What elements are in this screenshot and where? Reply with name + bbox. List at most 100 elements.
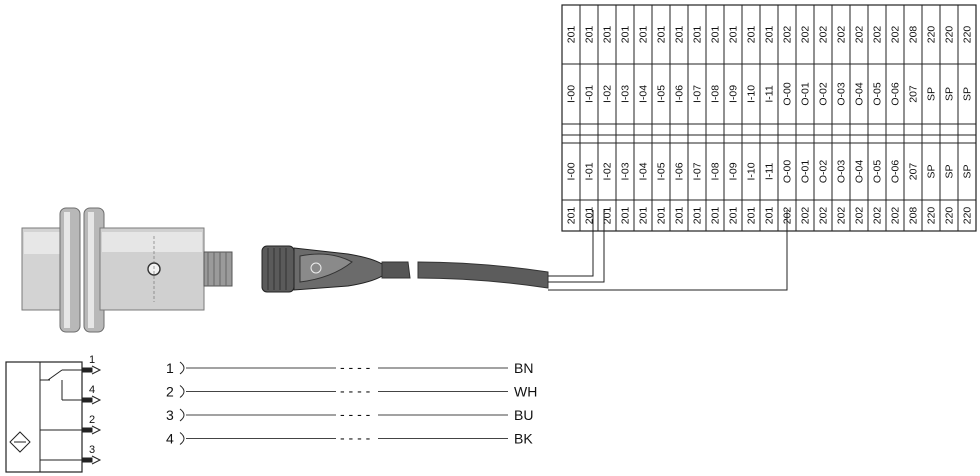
- terminal-block: 201I-00I-00201201I-01I-01201201I-02I-022…: [561, 4, 977, 232]
- terminal-bottom-number: 201: [674, 207, 686, 225]
- wire-break-dashes: - - - -: [340, 430, 371, 446]
- terminal-top-number: 202: [890, 26, 902, 44]
- terminal-bottom-number: 201: [746, 207, 758, 225]
- wire-color-code: BU: [514, 407, 533, 423]
- terminal-top-label: I-09: [728, 85, 740, 103]
- terminal-bottom-number: 202: [800, 207, 812, 225]
- terminal-top-label: O-05: [872, 82, 884, 106]
- terminal-top-label: I-06: [674, 85, 686, 103]
- cable-leads: [548, 210, 788, 291]
- circuit-symbol: 1 4 2 3: [5, 354, 102, 473]
- terminal-top-number: 220: [944, 26, 956, 44]
- terminal-bottom-number: 201: [638, 207, 650, 225]
- wire-socket-mark: [179, 408, 185, 422]
- terminal-bottom-number: 220: [962, 207, 974, 225]
- wire-pin-number: 1: [166, 360, 174, 376]
- terminal-bottom-label: O-06: [890, 160, 902, 184]
- terminal-bottom-label: SP: [962, 164, 974, 178]
- terminal-bottom-number: 202: [836, 207, 848, 225]
- terminal-bottom-label: O-04: [854, 160, 866, 184]
- terminal-top-number: 202: [854, 26, 866, 44]
- terminal-top-number: 202: [782, 26, 794, 44]
- terminal-top-label: O-03: [836, 82, 848, 106]
- terminal-top-label: SP: [944, 87, 956, 101]
- wire-socket-mark: [179, 385, 185, 398]
- terminal-bottom-label: SP: [926, 164, 938, 178]
- terminal-bottom-label: I-05: [656, 162, 668, 180]
- terminal-bottom-label: I-03: [620, 162, 632, 180]
- terminal-bottom-label: I-10: [746, 162, 758, 180]
- terminal-bottom-number: 208: [908, 207, 920, 225]
- terminal-top-number: 201: [710, 26, 722, 44]
- terminal-bottom-label: I-04: [638, 162, 650, 180]
- terminal-top-number: 201: [746, 26, 758, 44]
- terminal-top-label: I-02: [602, 85, 614, 103]
- wire-pin-number: 4: [166, 431, 174, 447]
- terminal-top-number: 201: [764, 26, 776, 44]
- terminal-top-number: 201: [674, 26, 686, 44]
- terminal-bottom-label: O-05: [872, 160, 884, 184]
- terminal-bottom-number: 201: [692, 207, 704, 225]
- terminal-bottom-number: 201: [656, 207, 668, 225]
- wire-color-code: BN: [514, 360, 533, 376]
- terminal-top-label: I-03: [620, 85, 632, 103]
- wire-color-code: BK: [514, 431, 533, 447]
- terminal-bottom-label: O-02: [818, 160, 830, 184]
- wire-color-list: 1- - - -BN2- - - -WH3- - - -BU4- - - -BK: [166, 359, 537, 447]
- wire-break-dashes: - - - -: [340, 406, 371, 422]
- terminal-bottom-label: O-03: [836, 160, 848, 184]
- terminal-top-label: I-08: [710, 85, 722, 103]
- terminal-bottom-label: I-09: [728, 162, 740, 180]
- terminal-bottom-number: 201: [728, 207, 740, 225]
- terminal-bottom-number: 201: [584, 207, 596, 225]
- terminal-top-number: 201: [602, 26, 614, 44]
- terminal-bottom-number: 202: [890, 207, 902, 225]
- terminal-top-label: I-07: [692, 85, 704, 103]
- terminal-bottom-number: 201: [602, 207, 614, 225]
- wire-color-code: WH: [514, 384, 537, 400]
- terminal-bottom-label: I-01: [584, 162, 596, 180]
- terminal-top-label: O-01: [800, 82, 812, 106]
- terminal-top-number: 201: [692, 26, 704, 44]
- terminal-bottom-number: 220: [944, 207, 956, 225]
- terminal-bottom-label: O-01: [800, 160, 812, 184]
- wire-pin-number: 2: [166, 384, 174, 400]
- terminal-top-label: I-01: [584, 85, 596, 103]
- terminal-top-label: I-11: [764, 85, 776, 102]
- symbol-pin-4: 4: [89, 384, 95, 396]
- terminal-bottom-number: 201: [764, 207, 776, 225]
- terminal-bottom-number: 220: [926, 207, 938, 225]
- terminal-top-label: 207: [908, 85, 920, 103]
- terminal-top-number: 201: [728, 26, 740, 44]
- proximity-sensor: [21, 207, 233, 333]
- terminal-bottom-label: SP: [944, 164, 956, 178]
- terminal-top-label: O-00: [782, 82, 794, 106]
- terminal-top-number: 202: [836, 26, 848, 44]
- terminal-top-number: 220: [926, 26, 938, 44]
- terminal-top-number: 201: [566, 26, 578, 44]
- terminal-bottom-label: I-02: [602, 162, 614, 180]
- terminal-top-number: 202: [800, 26, 812, 44]
- wire-socket-mark: [179, 432, 185, 445]
- terminal-bottom-number: 201: [620, 207, 632, 225]
- terminal-bottom-label: I-00: [566, 162, 578, 180]
- terminal-bottom-label: I-11: [764, 163, 776, 180]
- terminal-bottom-label: I-07: [692, 162, 704, 180]
- terminal-top-label: O-04: [854, 82, 866, 106]
- symbol-pin-1: 1: [89, 354, 95, 366]
- terminal-top-label: SP: [962, 87, 974, 101]
- terminal-bottom-number: 202: [872, 207, 884, 225]
- wire-break-dashes: - - - -: [340, 359, 371, 375]
- terminal-top-label: I-05: [656, 85, 668, 103]
- terminal-top-number: 208: [908, 26, 920, 44]
- terminal-bottom-number: 202: [854, 207, 866, 225]
- terminal-bottom-label: I-06: [674, 162, 686, 180]
- wire-socket-mark: [179, 361, 185, 375]
- terminal-top-number: 201: [638, 26, 650, 44]
- wire-pin-number: 3: [166, 407, 174, 423]
- terminal-top-label: SP: [926, 87, 938, 101]
- terminal-top-number: 201: [620, 26, 632, 44]
- terminal-top-label: I-04: [638, 85, 650, 103]
- terminal-bottom-label: O-00: [782, 160, 794, 184]
